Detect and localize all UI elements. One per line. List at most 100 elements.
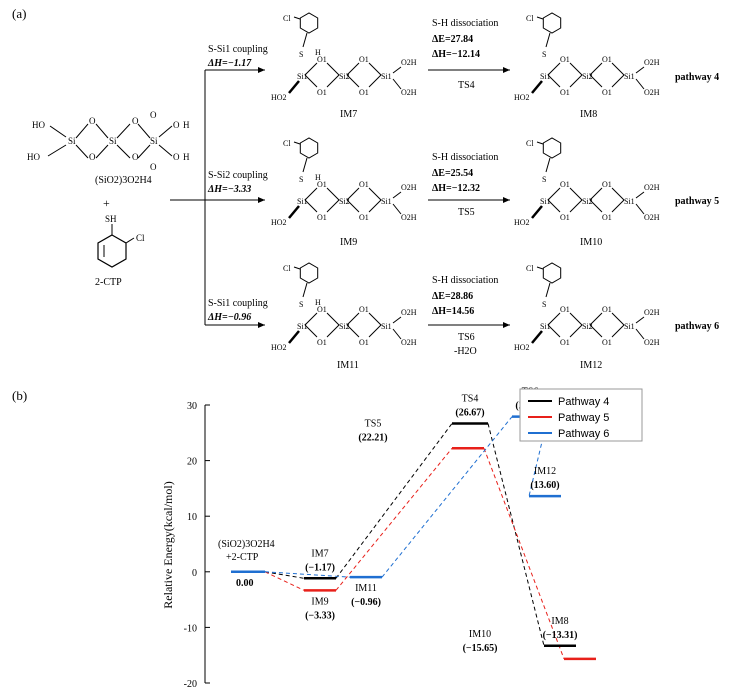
atom-label: O1 xyxy=(560,305,570,314)
bond-line xyxy=(304,187,318,201)
atom-label: O2H xyxy=(644,213,660,222)
bond-line xyxy=(569,312,583,326)
atom-label: Si2 xyxy=(339,322,350,331)
y-tick-label: -10 xyxy=(184,623,197,634)
state-name: IM11 xyxy=(355,583,377,594)
atom-label: Si2 xyxy=(582,72,593,81)
atom-label: Si xyxy=(68,136,76,146)
bond-line xyxy=(368,74,382,88)
bond-line xyxy=(589,74,603,88)
atom-label: O xyxy=(173,152,180,162)
pathway-annotations: S-Si1 coupling ΔH=−1.17 S-Si2 coupling Δ… xyxy=(207,18,719,371)
bond-line xyxy=(293,266,301,270)
atom-label: O xyxy=(89,152,96,162)
bond-line xyxy=(326,199,340,213)
bond-line xyxy=(293,16,301,20)
bond-line xyxy=(326,312,340,326)
connector-line xyxy=(483,448,565,659)
atom-label: Si1 xyxy=(297,322,308,331)
connector-line xyxy=(335,447,453,591)
atom-label: O1 xyxy=(602,55,612,64)
atom-label: O1 xyxy=(359,338,369,347)
atom-label: O1 xyxy=(359,213,369,222)
bond-line xyxy=(611,324,625,338)
atom-label: Si1 xyxy=(381,197,392,206)
atom-label: Si2 xyxy=(339,72,350,81)
product-name: IM10 xyxy=(580,237,602,248)
ctp-molecule: SH Cl 2-CTP xyxy=(95,214,145,288)
atom-label: S xyxy=(299,175,303,184)
atom-label: Cl xyxy=(283,264,291,273)
bond-line xyxy=(302,157,308,173)
atom-label: O2H xyxy=(644,308,660,317)
bond-line xyxy=(304,199,318,213)
bond-wedge xyxy=(531,80,543,94)
atom-label: HO2 xyxy=(271,218,287,227)
panel-a: (a) HO HO O O O O Si Si Si O O O O H H (… xyxy=(12,6,719,371)
atom-label: O1 xyxy=(560,338,570,347)
bond-line xyxy=(545,282,551,298)
benzene-ring xyxy=(299,137,319,159)
atom-label: Si2 xyxy=(339,197,350,206)
plus-sign: + xyxy=(103,196,110,210)
bond-line xyxy=(635,316,645,324)
reactant-formula: (SiO2)3O2H4 xyxy=(95,175,152,186)
ctp-name: 2-CTP xyxy=(95,277,122,288)
intermediate-name: IM11 xyxy=(337,360,359,371)
connector-line xyxy=(381,416,513,578)
atom-label: O1 xyxy=(602,305,612,314)
intermediate-name: IM9 xyxy=(340,237,357,248)
ts-extra: -H2O xyxy=(454,346,477,357)
bond-line xyxy=(547,187,561,201)
state-value: 0.00 xyxy=(236,578,254,589)
atom-label: O1 xyxy=(560,180,570,189)
atom-label: HO2 xyxy=(514,93,530,102)
atom-label: O2H xyxy=(644,338,660,347)
bond-line xyxy=(302,282,308,298)
bond-line xyxy=(368,187,382,201)
legend-label: Pathway 5 xyxy=(558,412,609,424)
bond-line xyxy=(635,66,645,74)
atom-label: S xyxy=(542,50,546,59)
state-value: (26.67) xyxy=(455,408,484,419)
bond-line xyxy=(346,324,360,338)
coupling-label: S-Si1 coupling xyxy=(208,44,268,55)
bond-line xyxy=(392,328,402,340)
bond-line xyxy=(304,324,318,338)
coupling-label: S-Si2 coupling xyxy=(208,170,268,181)
bond-line xyxy=(346,62,360,76)
atom-label: Si1 xyxy=(381,72,392,81)
atom-label: O1 xyxy=(317,213,327,222)
atom-label: H xyxy=(315,48,321,57)
dissociation-de: ΔE=27.84 xyxy=(432,34,473,45)
atom-label: S xyxy=(542,300,546,309)
bond-line xyxy=(368,199,382,213)
dissociation-dh: ΔH=−12.14 xyxy=(432,49,480,60)
bond-line xyxy=(611,74,625,88)
bond-line xyxy=(635,328,645,340)
atom-label: S xyxy=(542,175,546,184)
bond-wedge xyxy=(531,330,543,344)
atom-label: Cl xyxy=(526,14,534,23)
atom-label: O1 xyxy=(560,88,570,97)
atom-label: S xyxy=(299,50,303,59)
bond-line xyxy=(536,141,544,145)
connector-line xyxy=(264,571,351,578)
bond-line xyxy=(304,74,318,88)
bond-line xyxy=(547,74,561,88)
bond-line xyxy=(326,62,340,76)
atom-label: O2H xyxy=(644,88,660,97)
atom-label: O xyxy=(132,116,139,126)
benzene-ring xyxy=(542,262,562,284)
atom-label: O1 xyxy=(560,55,570,64)
atom-label: Cl xyxy=(526,139,534,148)
bond-line xyxy=(589,324,603,338)
bond-line xyxy=(589,199,603,213)
atom-label: O1 xyxy=(359,305,369,314)
y-tick-label: 30 xyxy=(187,401,197,412)
atom-label: H xyxy=(315,298,321,307)
benzene-ring xyxy=(299,262,319,284)
